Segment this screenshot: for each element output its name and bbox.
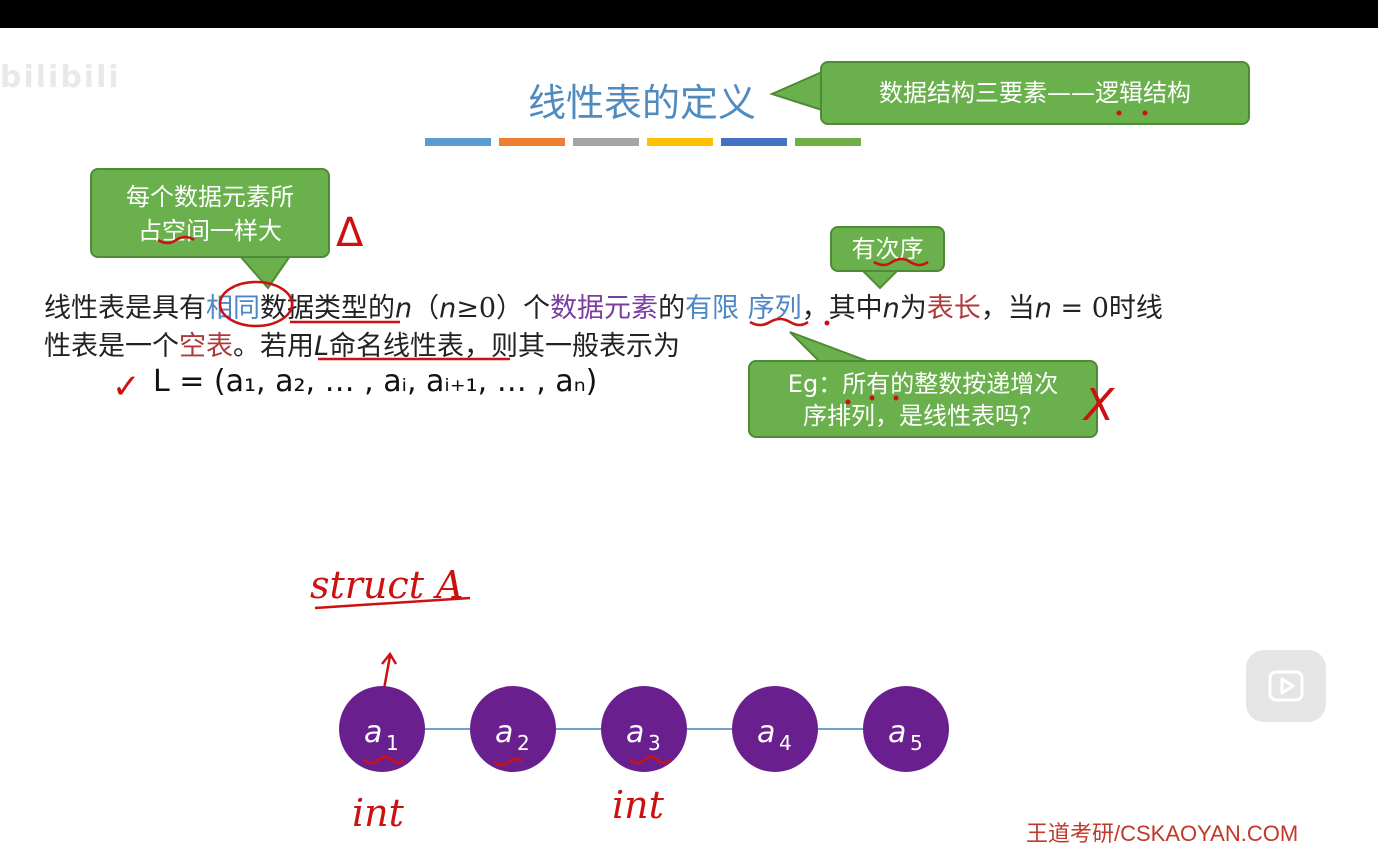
node-a5: a 5 bbox=[863, 686, 949, 772]
node-subscript: 5 bbox=[910, 731, 923, 755]
text-segment: 的 bbox=[368, 293, 395, 324]
text-segment: 为 bbox=[899, 293, 927, 324]
ink-dot bbox=[824, 320, 830, 326]
ink-squiggle bbox=[873, 257, 929, 267]
ink-dot bbox=[893, 395, 899, 401]
top-black-bar bbox=[0, 0, 1378, 28]
ink-squiggle bbox=[629, 755, 671, 765]
var-n: n bbox=[882, 293, 900, 324]
general-form-formula: L = (a₁, a₂, … , aᵢ, aᵢ₊₁, … , aₙ) bbox=[153, 364, 598, 399]
ink-circle bbox=[218, 280, 294, 328]
text-segment: 数据类型 bbox=[260, 293, 368, 324]
callout-logical-structure: 数据结构三要素——逻辑结构 bbox=[820, 61, 1250, 125]
color-swatch bbox=[425, 138, 491, 146]
slide-title: 线性表的定义 bbox=[528, 81, 757, 125]
ink-dot bbox=[845, 399, 851, 405]
node-subscript: 4 bbox=[779, 731, 792, 755]
color-swatch bbox=[573, 138, 639, 146]
color-swatch bbox=[721, 138, 787, 146]
callout-eg-line2: 序排列，是线性表吗？ bbox=[803, 402, 1043, 430]
bilibili-watermark: bilibili bbox=[0, 60, 121, 95]
ink-triangle: Δ bbox=[336, 210, 364, 256]
ink-dot bbox=[1142, 110, 1148, 116]
color-swatch bbox=[647, 138, 713, 146]
callout-element-size: 每个数据元素所 占空间一样大 bbox=[90, 168, 330, 258]
node-subscript: 2 bbox=[517, 731, 530, 755]
ink-squiggle bbox=[157, 235, 195, 245]
node-subscript: 1 bbox=[386, 731, 399, 755]
node-label: a bbox=[757, 715, 775, 750]
node-subscript: 3 bbox=[648, 731, 661, 755]
text-segment: 的 bbox=[658, 293, 686, 324]
callout-order-text: 有次序 bbox=[851, 235, 924, 263]
ink-underline bbox=[314, 596, 471, 610]
text-segment: ，当 bbox=[980, 293, 1035, 324]
keyword-same: 相同 bbox=[206, 293, 260, 324]
var-L: L bbox=[314, 331, 330, 362]
color-swatch bbox=[499, 138, 565, 146]
keyword-data-element: 数据元素 bbox=[550, 293, 659, 324]
ink-dot bbox=[869, 395, 875, 401]
text-segment: 性表是一个 bbox=[44, 331, 179, 362]
title-color-strip bbox=[425, 138, 861, 146]
text-segment: ，其中 bbox=[801, 293, 883, 324]
callout-size-line2: 占空间一样大 bbox=[138, 217, 282, 245]
var-n: n bbox=[439, 293, 457, 324]
ink-int-label: int bbox=[612, 783, 665, 827]
callout-eg-line1: Eg：所有的整数按递增次 bbox=[787, 370, 1059, 398]
text-segment: 命名线性表，则其一般表示为 bbox=[329, 331, 681, 362]
callout-size-line1: 每个数据元素所 bbox=[126, 183, 294, 211]
text-segment: 。若用 bbox=[233, 331, 314, 362]
ink-squiggle bbox=[493, 757, 523, 767]
node-label: a bbox=[364, 715, 382, 750]
node-label: a bbox=[626, 715, 644, 750]
ink-check: ✓ bbox=[112, 367, 141, 407]
callout-example: Eg：所有的整数按递增次 序排列，是线性表吗？ bbox=[748, 360, 1098, 438]
var-n: n bbox=[395, 293, 413, 324]
definition-line-2: 性表是一个空表。若用L命名线性表，则其一般表示为 bbox=[44, 324, 680, 363]
ink-squiggle bbox=[363, 755, 405, 765]
footer-brand: 王道考研/CSKAOYAN.COM bbox=[1026, 821, 1299, 846]
keyword-table-length: 表长 bbox=[926, 293, 981, 324]
text-segment: = 0时线 bbox=[1051, 293, 1163, 324]
node-a3: a 3 bbox=[601, 686, 687, 772]
definition-line-1: 线性表是具有相同数据类型的n（n≥0）个数据元素的有限 序列，其中n为表长，当n… bbox=[44, 286, 1163, 325]
play-icon[interactable] bbox=[1246, 650, 1326, 722]
color-swatch bbox=[795, 138, 861, 146]
ink-dot bbox=[1116, 110, 1122, 116]
node-a2: a 2 bbox=[470, 686, 556, 772]
text-segment: ≥0）个 bbox=[456, 293, 551, 324]
node-label: a bbox=[495, 715, 513, 750]
ink-cross: X bbox=[1082, 380, 1115, 431]
var-n: n bbox=[1034, 293, 1052, 324]
callout-structure-text: 数据结构三要素——逻辑结构 bbox=[879, 79, 1191, 107]
node-label: a bbox=[888, 715, 906, 750]
ink-int-label: int bbox=[352, 791, 405, 835]
node-a1: a 1 bbox=[339, 686, 425, 772]
keyword-empty-table: 空表 bbox=[179, 331, 233, 362]
ink-squiggle bbox=[749, 317, 809, 327]
play-triangle-icon bbox=[1268, 670, 1304, 702]
text-segment: （ bbox=[412, 293, 440, 324]
text-segment: 线性表是具有 bbox=[44, 293, 206, 324]
node-a4: a 4 bbox=[732, 686, 818, 772]
